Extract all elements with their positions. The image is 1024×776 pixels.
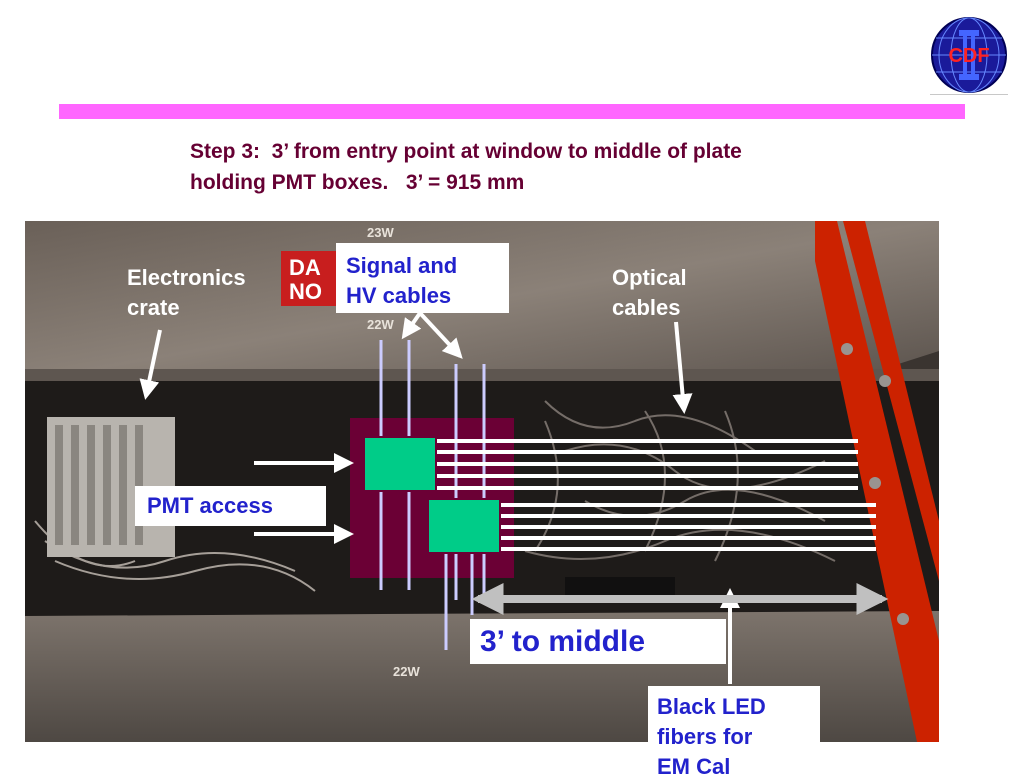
callout-pmt-access: PMT access (135, 486, 326, 526)
marking-22w-upper: 22W (367, 317, 394, 332)
callout-signal-hv-cables: Signal and HV cables (336, 243, 509, 313)
slide-title: Step 3: 3’ from entry point at window to… (190, 136, 910, 198)
header-bar (59, 104, 965, 119)
sign-text-1: DA (289, 255, 321, 280)
label-optical-cables: Optical cables (612, 265, 687, 320)
marking-22w-lower: 22W (393, 664, 420, 679)
title-line-1: Step 3: 3’ from entry point at window to… (190, 140, 742, 163)
callout-black-led-fibers: Black LED fibers for EM Cal (648, 686, 820, 776)
logo-text: CDF (948, 45, 989, 67)
cdf-logo: CDF (931, 17, 1007, 93)
title-line-2: holding PMT boxes. 3’ = 915 mm (190, 171, 525, 194)
sign-text-2: NO (289, 279, 322, 304)
logo-underline (930, 94, 1008, 95)
label-electronics-crate: Electronics crate (127, 265, 246, 320)
callout-three-to-middle: 3’ to middle (470, 619, 726, 664)
marking-23w: 23W (367, 225, 394, 240)
